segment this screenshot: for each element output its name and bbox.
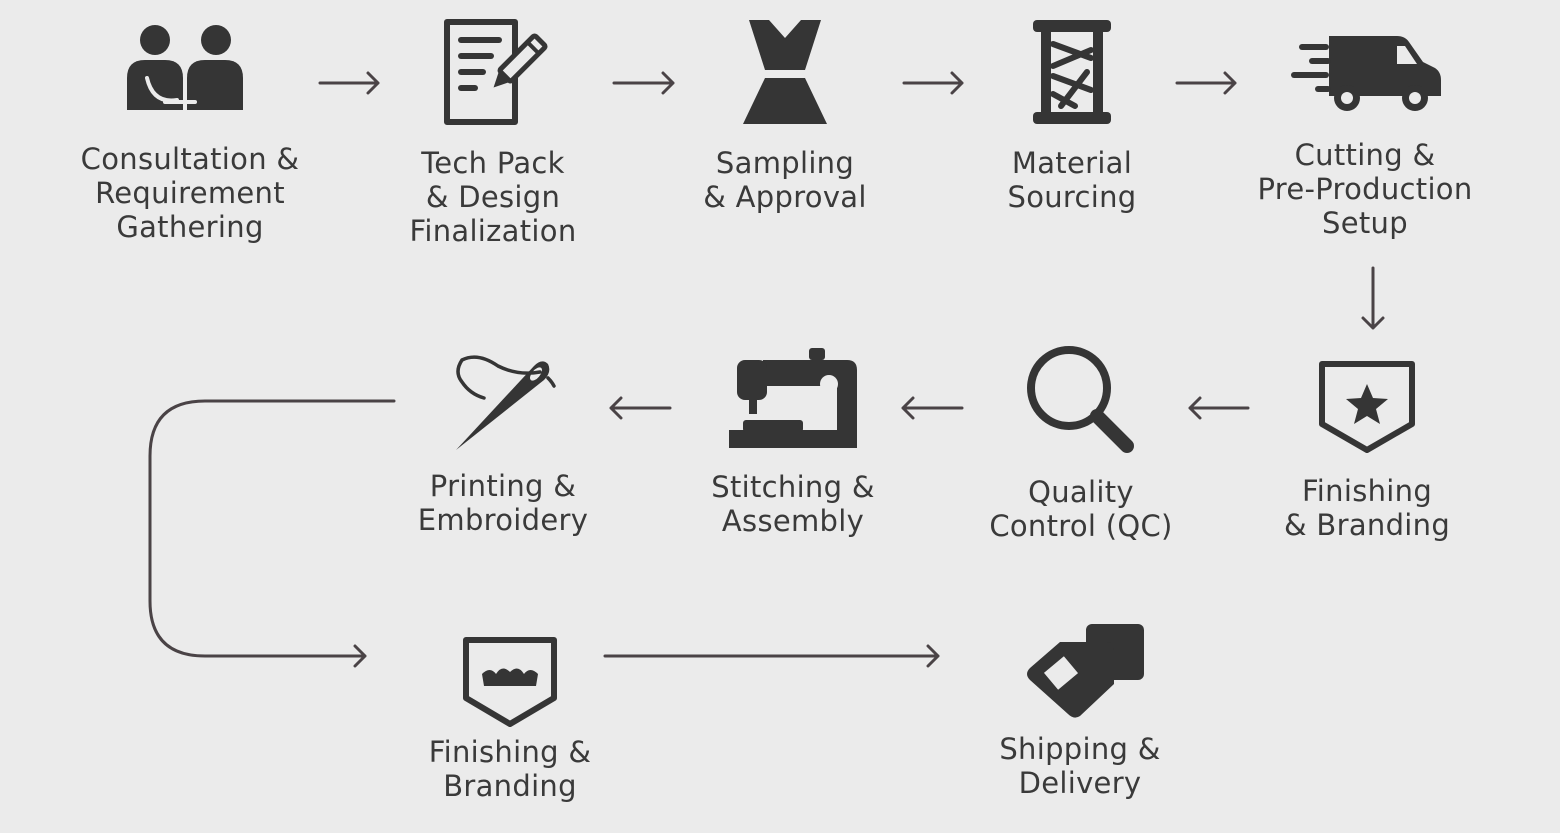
arrow-consultation-to-techpack [318, 71, 380, 95]
step-label: Consultation & Requirement Gathering [80, 142, 300, 244]
step-label: Finishing & Branding [1283, 474, 1451, 542]
arrow-qc-to-stitching [901, 396, 964, 420]
step-tech-pack: Tech Pack & Design Finalization [363, 18, 623, 248]
step-cutting: Cutting & Pre-Production Setup [1235, 18, 1495, 240]
arrow-material-to-cutting [1175, 71, 1237, 95]
step-consultation: Consultation & Requirement Gathering [60, 18, 320, 244]
step-finishing-2: Finishing & Branding [380, 636, 640, 803]
step-label: Printing & Embroidery [417, 469, 589, 537]
step-label: Quality Control (QC) [989, 475, 1173, 543]
magnifier-icon [1027, 346, 1134, 453]
step-label: Stitching & Assembly [711, 470, 875, 538]
sewing-machine-icon [729, 348, 857, 448]
price-tag-icon [1027, 624, 1144, 718]
step-printing: Printing & Embroidery [373, 352, 633, 537]
arrow-sampling-to-material [902, 71, 964, 95]
arrow-finishing2-to-shipping [603, 644, 940, 668]
thread-spool-icon [1033, 20, 1111, 124]
arrow-stitching-to-printing [609, 396, 672, 420]
step-qc: Quality Control (QC) [951, 342, 1211, 543]
step-label: Cutting & Pre-Production Setup [1257, 138, 1473, 240]
delivery-van-icon [1291, 36, 1441, 111]
arrow-techpack-to-sampling [612, 71, 675, 95]
arrow-printing-to-finishing2 [148, 399, 396, 668]
step-label: Finishing & Branding [428, 735, 592, 803]
arrow-finishing-to-qc [1188, 396, 1250, 420]
step-label: Material Sourcing [1007, 146, 1137, 214]
shield-crown-icon [463, 637, 557, 727]
document-pencil-icon [444, 19, 548, 125]
arrow-cutting-to-finishing [1361, 266, 1385, 330]
people-icon [127, 25, 243, 110]
step-material: Material Sourcing [942, 18, 1202, 214]
step-finishing-1: Finishing & Branding [1237, 358, 1497, 542]
step-sampling: Sampling & Approval [655, 18, 915, 214]
step-shipping: Shipping & Delivery [950, 620, 1210, 800]
step-label: Tech Pack & Design Finalization [409, 146, 577, 248]
needle-thread-icon [456, 355, 556, 450]
dress-icon [743, 20, 827, 124]
step-label: Shipping & Delivery [999, 732, 1161, 800]
step-label: Sampling & Approval [703, 146, 867, 214]
shield-star-icon [1319, 361, 1415, 453]
step-stitching: Stitching & Assembly [663, 346, 923, 538]
